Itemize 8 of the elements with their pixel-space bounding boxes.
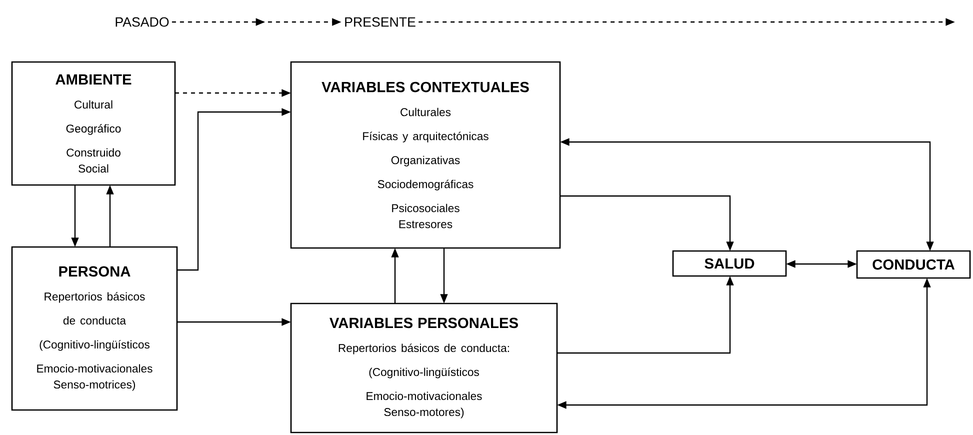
concept-box: VARIABLES CONTEXTUALES Culturales Físicas y arquitectónicas Organizativas Sociodemográficas Psicosociales Estresores [290, 61, 561, 249]
concept-box: CONDUCTA [856, 250, 971, 279]
concept-box: VARIABLES PERSONALES Repertorios básicos de conducta: (Cognitivo-lingüísticos Emocio-motivacionales Senso-motores) [290, 302, 558, 434]
concept-box: SALUD [672, 250, 787, 277]
timeline-label: PRESENTE [345, 17, 416, 27]
timeline-label: PASADO [116, 17, 169, 27]
concept-box: PERSONA Repertorios básicos de conducta (Cognitivo-lingüísticos Emocio-motivacionales Senso-motrices) [11, 246, 178, 411]
concept-box: AMBIENTE Cultural Geográfico Construido Social [11, 61, 176, 186]
